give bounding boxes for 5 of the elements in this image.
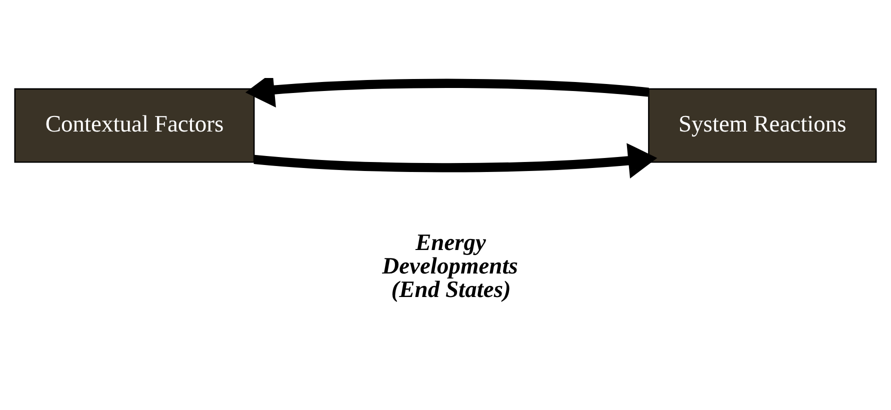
arrow [254, 143, 658, 178]
label: Energy Developments (End States) [382, 230, 518, 304]
node-box: Contextual Factors [14, 88, 255, 163]
node-box: System Reactions [648, 88, 877, 163]
arrow [245, 78, 649, 108]
